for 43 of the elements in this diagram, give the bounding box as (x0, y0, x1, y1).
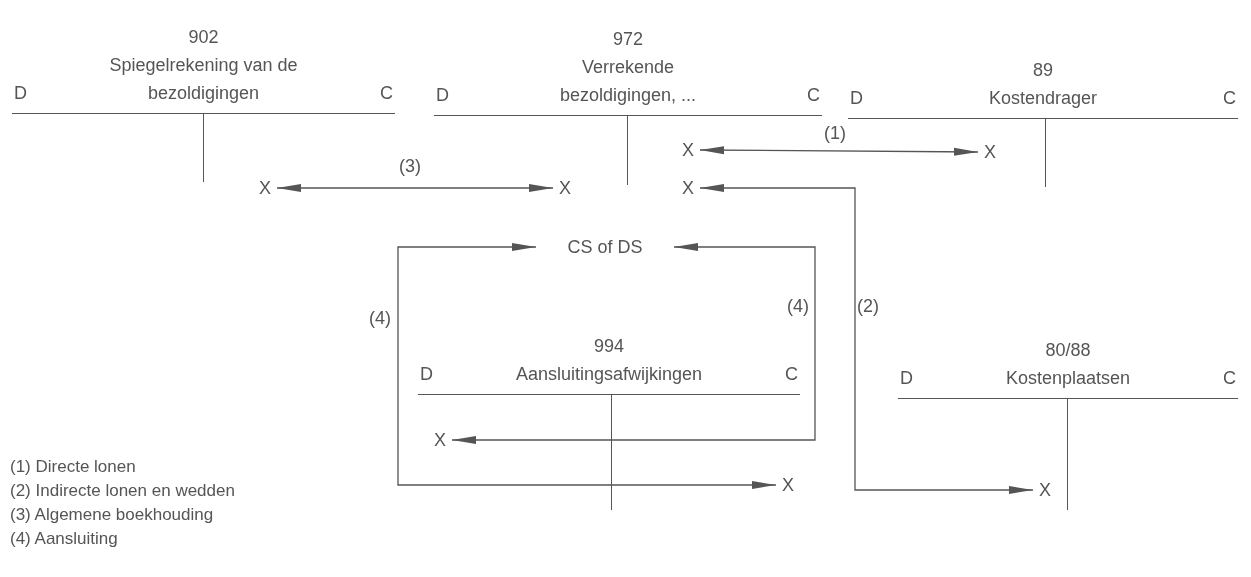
connector-arrow (451, 243, 816, 444)
edge-label: (3) (399, 157, 421, 175)
account-name: Aansluitingsafwijkingen (515, 363, 703, 386)
edge-label: (4) (787, 297, 809, 315)
account-number: 994 (593, 335, 624, 358)
connector-arrow (276, 184, 554, 192)
edge-label: (1) (824, 124, 846, 142)
balance-text: CS of DS (540, 235, 670, 259)
connector-arrow (397, 243, 777, 489)
note: (4) Aansluiting (10, 528, 119, 550)
debit-label: D (420, 363, 433, 386)
edge-label: (2) (857, 297, 879, 315)
account-name: Spiegelrekening van de bezoldigingen (108, 54, 299, 105)
account-number: 972 (612, 28, 643, 51)
entry-mark: X (780, 474, 796, 496)
edge-label: (4) (369, 309, 391, 327)
credit-label: C (785, 363, 798, 386)
account-name: Kostenplaatsen (1005, 367, 1131, 390)
entry-mark: X (1037, 479, 1053, 501)
debit-label: D (436, 84, 449, 107)
credit-label: C (380, 82, 393, 105)
debit-label: D (850, 87, 863, 110)
credit-label: C (1223, 367, 1236, 390)
credit-label: C (807, 84, 820, 107)
credit-label: C (1223, 87, 1236, 110)
entry-mark: X (257, 177, 273, 199)
account-name: Kostendrager (988, 87, 1098, 110)
account-name: Verrekende bezoldigingen, ... (558, 56, 698, 107)
connector-arrow (699, 146, 979, 156)
connector-arrow (699, 184, 1034, 494)
entry-mark: X (680, 177, 696, 199)
account-number: 902 (188, 26, 219, 49)
note: (1) Directe lonen (10, 456, 137, 478)
debit-label: D (14, 82, 27, 105)
entry-mark: X (432, 429, 448, 451)
account-number: 89 (1033, 59, 1053, 82)
note: (2) Indirecte lonen en wedden (10, 480, 235, 502)
debit-label: D (900, 367, 913, 390)
entry-mark: X (680, 139, 696, 161)
account-number: 80/88 (1045, 339, 1091, 362)
note: (3) Algemene boekhouding (10, 504, 215, 526)
entry-mark: X (557, 177, 573, 199)
entry-mark: X (982, 141, 998, 163)
